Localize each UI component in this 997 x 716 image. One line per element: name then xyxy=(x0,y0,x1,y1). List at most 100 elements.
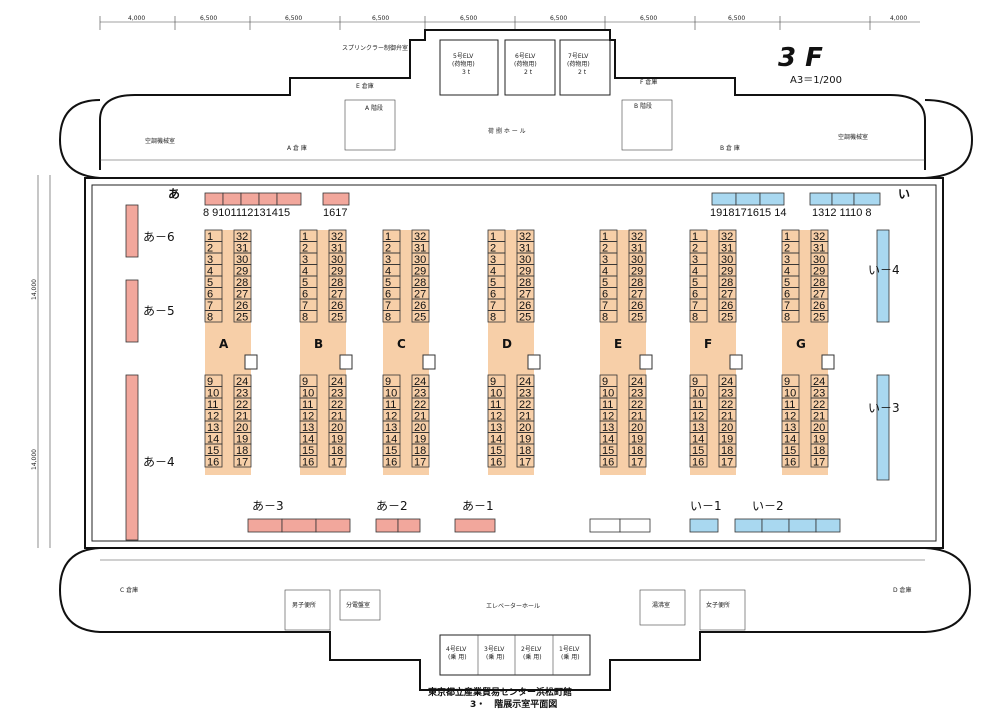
footer-title: 東京都立産業貿易センター浜松町館 xyxy=(428,686,572,698)
booth-number: 20 xyxy=(813,422,825,434)
booth-number: 27 xyxy=(414,289,426,301)
left-dimension-line: 14,000 14,000 xyxy=(31,175,51,548)
pillar xyxy=(639,354,653,370)
booth-number: 32 xyxy=(813,231,825,243)
booth-number: 23 xyxy=(813,388,825,400)
booth-number: 5 xyxy=(207,277,213,289)
ac-room-left-label: 空調機械室 xyxy=(145,137,175,145)
booth-number: 9 xyxy=(602,376,608,388)
booth-number: 3 xyxy=(302,254,308,266)
booth-number: 28 xyxy=(813,277,825,289)
booth-number: 28 xyxy=(414,277,426,289)
booth-number: 12 xyxy=(602,411,614,423)
booth-number: 28 xyxy=(331,277,343,289)
booth-number: 8 xyxy=(490,312,496,324)
a-stair-label: A 階段 xyxy=(365,104,383,112)
booth-number: 27 xyxy=(236,289,248,301)
booth-number: 25 xyxy=(813,312,825,324)
booth-number: 12 xyxy=(385,411,397,423)
booth-number: 4 xyxy=(602,266,608,278)
booth-number: 22 xyxy=(414,399,426,411)
booth-number: 2 xyxy=(692,243,698,255)
booth-cell xyxy=(810,310,829,323)
booth-number: 21 xyxy=(236,411,248,423)
booth-number: 21 xyxy=(631,411,643,423)
booth-cell xyxy=(382,455,401,468)
booth-number: 28 xyxy=(236,277,248,289)
booth-number: 21 xyxy=(414,411,426,423)
booth-number: 12 xyxy=(692,411,704,423)
booth-number: 10 xyxy=(602,388,614,400)
island-g: 1234567891011121314151632313029282726252… xyxy=(781,229,835,475)
booth-number: 18 xyxy=(721,445,733,457)
island-background xyxy=(600,230,646,475)
booth-number: 11 xyxy=(385,399,396,411)
booth-number: 1 xyxy=(490,231,496,243)
booth-cell xyxy=(781,310,800,323)
booth-number: 29 xyxy=(721,266,733,278)
booth-number: 4 xyxy=(302,266,308,278)
booth-number: 4 xyxy=(784,266,790,278)
booth-number: 16 xyxy=(302,457,314,469)
booth-cell xyxy=(689,455,708,468)
loading-hall-label: 荷 捌 ホ ー ル xyxy=(488,127,526,135)
booth-number: 11 xyxy=(602,399,613,411)
booth-number: 16 xyxy=(692,457,704,469)
elevator-4-label: 4号ELV(乗 用) xyxy=(446,646,467,661)
booth-number: 9 xyxy=(490,376,496,388)
booth-cell xyxy=(299,310,318,323)
booth-number: 27 xyxy=(331,289,343,301)
booth-number: 15 xyxy=(385,445,397,457)
zone-i1-label: い－1 xyxy=(690,499,722,513)
booth-number: 9 xyxy=(385,376,391,388)
pillar xyxy=(422,354,436,370)
booth-cell xyxy=(204,455,223,468)
booth-number: 18 xyxy=(236,445,248,457)
pillar xyxy=(729,354,743,370)
booth-number: 15 xyxy=(692,445,704,457)
elevator-2-label: 2号ELV(乗 用) xyxy=(521,646,542,661)
booth-number: 5 xyxy=(784,277,790,289)
top-booth-numbers-left: 8 9101112131415 xyxy=(203,207,290,219)
booth-number: 10 xyxy=(385,388,397,400)
booth-cell xyxy=(628,310,647,323)
booth-number: 32 xyxy=(236,231,248,243)
booth-number: 29 xyxy=(236,266,248,278)
booth-number: 31 xyxy=(519,243,531,255)
booth-number: 14 xyxy=(490,434,502,446)
booth-number: 19 xyxy=(331,434,343,446)
booth-number: 14 xyxy=(207,434,219,446)
island-a: 1234567891011121314151632313029282726252… xyxy=(204,229,258,475)
elevator-6 xyxy=(504,39,556,96)
top-rooms: 5号ELV(荷物用)3 t 6号ELV(荷物用)2 t 7号ELV(荷物用)2 … xyxy=(100,39,925,161)
booth-number: 16 xyxy=(207,457,219,469)
pillar xyxy=(339,354,353,370)
top-booths-i: 1918171615 14 1312 1110 8 xyxy=(710,192,881,219)
booth-number: 10 xyxy=(207,388,219,400)
booth-number: 31 xyxy=(331,243,343,255)
island-label: E xyxy=(614,337,622,351)
booth-number: 14 xyxy=(784,434,796,446)
island-label: A xyxy=(219,337,229,351)
booth-number: 13 xyxy=(490,422,502,434)
booth-number: 7 xyxy=(602,300,608,312)
island-background xyxy=(383,230,429,475)
booth-number: 19 xyxy=(236,434,248,446)
booth-number: 29 xyxy=(519,266,531,278)
booth-number: 12 xyxy=(784,411,796,423)
booth-number: 3 xyxy=(784,254,790,266)
booth-number: 19 xyxy=(631,434,643,446)
booth-number: 18 xyxy=(414,445,426,457)
booth-number: 6 xyxy=(207,289,213,301)
booth-number: 14 xyxy=(385,434,397,446)
booth-number: 3 xyxy=(207,254,213,266)
booth-number: 13 xyxy=(302,422,314,434)
womens-wc xyxy=(699,589,746,631)
elevator-7 xyxy=(559,39,611,96)
booth-number: 19 xyxy=(414,434,426,446)
womens-wc-label: 女子便所 xyxy=(706,601,730,609)
booth-number: 26 xyxy=(236,300,248,312)
booth-cell xyxy=(328,310,347,323)
top-dimension-line: 4,000 6,500 6,500 6,500 6,500 6,500 6,50… xyxy=(99,15,920,30)
dim-label: 4,000 xyxy=(890,15,907,22)
